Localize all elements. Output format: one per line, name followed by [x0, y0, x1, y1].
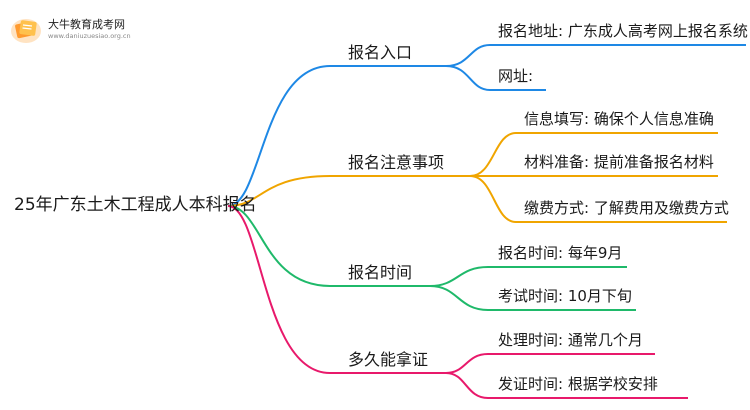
connector-root-to-branch-time: [227, 205, 430, 287]
logo: 大牛教育成考网 www.daniuzuesiao.org.cn: [10, 12, 140, 46]
leaf-connectors: [429, 44, 746, 399]
connector-cert-leaf-2: [445, 372, 688, 399]
leaf-cert-processing: 处理时间: 通常几个月: [498, 331, 643, 349]
branch-time: 报名时间: [348, 263, 413, 282]
connector-time-leaf-2: [429, 285, 636, 311]
connector-notes-leaf-3: [469, 175, 727, 223]
connector-cert-leaf-1: [445, 353, 655, 374]
branch-notes: 报名注意事项: [348, 153, 445, 172]
root-node: 25年广东土木工程成人本科报名: [14, 195, 257, 215]
leaf-entry-address: 报名地址: 广东成人高考网上报名系统: [498, 22, 748, 40]
logo-name: 大牛教育成考网: [48, 18, 125, 31]
connector-entry-leaf-1: [445, 44, 746, 67]
leaf-entry-website: 网址:: [498, 67, 534, 85]
connector-time-leaf-1: [429, 266, 627, 287]
logo-url: www.daniuzuesiao.org.cn: [48, 32, 131, 40]
book-logo-icon: [11, 19, 41, 43]
leaf-cert-issuance: 发证时间: 根据学校安排: [498, 375, 658, 393]
leaf-notes-materials: 材料准备: 提前准备报名材料: [524, 153, 714, 171]
branch-entry: 报名入口: [348, 43, 413, 62]
leaf-notes-payment: 缴费方式: 了解费用及缴费方式: [524, 199, 729, 217]
connector-entry-leaf-2: [445, 65, 546, 91]
branch-certificate: 多久能拿证: [348, 350, 429, 369]
connector-root-to-branch-certificate: [227, 205, 446, 374]
connector-root-to-branch-notes: [227, 175, 470, 207]
connector-root-to-branch-entry: [227, 65, 446, 207]
branch-connectors: [227, 65, 470, 374]
leaf-notes-info: 信息填写: 确保个人信息准确: [524, 110, 714, 128]
leaf-time-registration: 报名时间: 每年9月: [498, 244, 623, 262]
connector-notes-leaf-1: [469, 132, 718, 177]
leaf-time-exam: 考试时间: 10月下旬: [498, 287, 632, 305]
